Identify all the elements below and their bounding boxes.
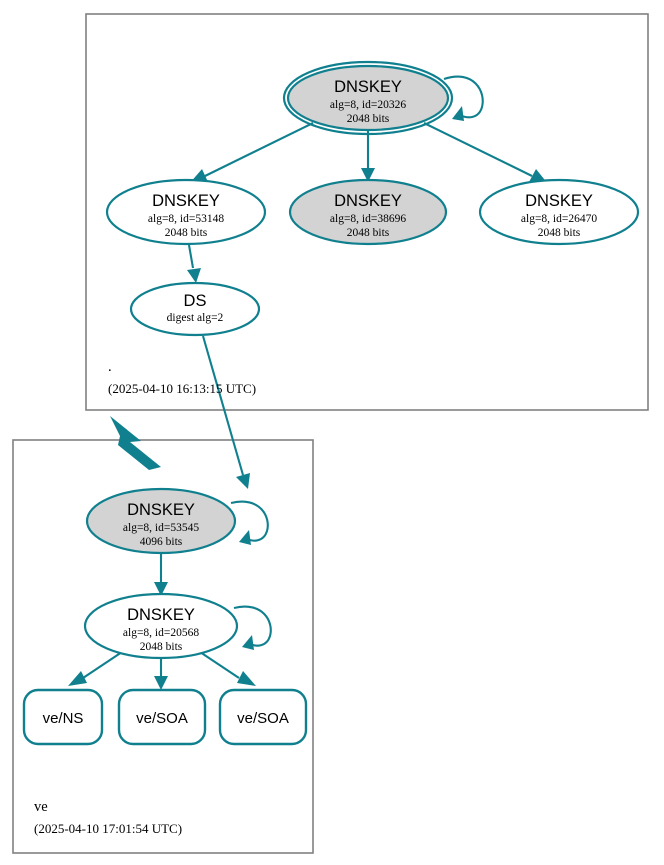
rrset-label: ve/SOA <box>136 710 188 727</box>
edge-ve-ksk-self-loop <box>230 500 269 545</box>
node-root-dnskey-53148[interactable]: DNSKEY alg=8, id=53148 2048 bits <box>105 178 267 246</box>
zone-label-ve: ve (2025-04-10 17:01:54 UTC) <box>34 799 182 836</box>
node-ve-ksk-53545[interactable]: DNSKEY alg=8, id=53545 4096 bits <box>85 487 237 555</box>
node-shape <box>286 64 450 132</box>
edge-dnskey-53148-to-ds <box>187 244 201 283</box>
node-title: DNSKEY <box>334 78 402 96</box>
rrset-label: ve/SOA <box>237 710 289 727</box>
node-detail-size: 2048 bits <box>165 227 208 239</box>
rrset-shape <box>218 688 308 746</box>
node-title: DNSKEY <box>152 192 220 210</box>
node-shape <box>85 487 237 555</box>
node-shape <box>83 592 239 660</box>
rrset-ve-ns[interactable]: ve/NS <box>22 688 104 746</box>
delegation-arrow-root-to-ve <box>110 416 161 470</box>
node-root-ksk-20326[interactable]: DNSKEY alg=8, id=20326 2048 bits <box>282 60 454 136</box>
node-ve-zsk-20568[interactable]: DNSKEY alg=8, id=20568 2048 bits <box>83 592 239 660</box>
node-root-ds[interactable]: DS digest alg=2 <box>129 281 261 337</box>
zone-cluster-root <box>85 13 649 411</box>
node-title: DNSKEY <box>127 606 195 624</box>
edge-root-ksk-self-loop <box>443 75 484 121</box>
node-title: DNSKEY <box>127 501 195 519</box>
node-title: DNSKEY <box>334 192 402 210</box>
edge-root-ksk-to-dnskey-26470 <box>423 122 548 184</box>
zone-label-root: . (2025-04-10 16:13:15 UTC) <box>108 359 256 396</box>
edge-ve-zsk-to-ve-soa-1 <box>154 659 168 690</box>
node-detail-size: 2048 bits <box>347 113 390 125</box>
node-root-dnskey-38696[interactable]: DNSKEY alg=8, id=38696 2048 bits <box>288 178 448 246</box>
node-shape <box>105 178 267 246</box>
zone-timestamp: (2025-04-10 17:01:54 UTC) <box>34 821 182 836</box>
node-detail-alg-id: alg=8, id=53545 <box>123 522 199 534</box>
zone-name: ve <box>34 799 48 815</box>
node-detail-size: 2048 bits <box>347 227 390 239</box>
zone-timestamp: (2025-04-10 16:13:15 UTC) <box>108 381 256 396</box>
node-root-dnskey-26470[interactable]: DNSKEY alg=8, id=26470 2048 bits <box>478 178 640 246</box>
trust-anchor-outer-ring <box>282 60 454 136</box>
edge-root-ksk-to-dnskey-53148 <box>189 122 314 184</box>
node-detail-alg-id: alg=8, id=20568 <box>123 627 199 639</box>
zone-name: . <box>108 359 112 375</box>
zone-cluster-ve <box>12 439 314 854</box>
node-title: DNSKEY <box>525 192 593 210</box>
node-detail-alg-id: alg=8, id=26470 <box>521 213 597 225</box>
edge-ve-zsk-self-loop <box>233 605 272 650</box>
node-detail-alg-id: alg=8, id=53148 <box>148 213 224 225</box>
node-detail-alg-id: alg=8, id=38696 <box>330 213 406 225</box>
node-shape <box>478 178 640 246</box>
rrset-ve-soa-2[interactable]: ve/SOA <box>218 688 308 746</box>
node-detail-size: 4096 bits <box>140 536 183 548</box>
edge-ve-zsk-to-ve-soa-2 <box>199 651 256 686</box>
node-detail-size: 2048 bits <box>538 227 581 239</box>
rrset-label: ve/NS <box>43 710 84 727</box>
node-shape <box>288 178 448 246</box>
node-shape <box>129 281 261 337</box>
rrset-ve-soa-1[interactable]: ve/SOA <box>117 688 207 746</box>
rrset-shape <box>117 688 207 746</box>
node-detail-digest: digest alg=2 <box>167 312 224 324</box>
edge-ds-to-ve-ksk <box>201 335 250 489</box>
node-detail-size: 2048 bits <box>140 641 183 653</box>
edge-ve-zsk-to-ve-ns <box>68 651 123 686</box>
node-title: DS <box>184 292 207 310</box>
rrset-shape <box>22 688 104 746</box>
edge-ve-ksk-to-ve-zsk <box>154 554 168 596</box>
edge-root-ksk-to-dnskey-38696 <box>361 131 375 182</box>
node-detail-alg-id: alg=8, id=20326 <box>330 99 406 111</box>
